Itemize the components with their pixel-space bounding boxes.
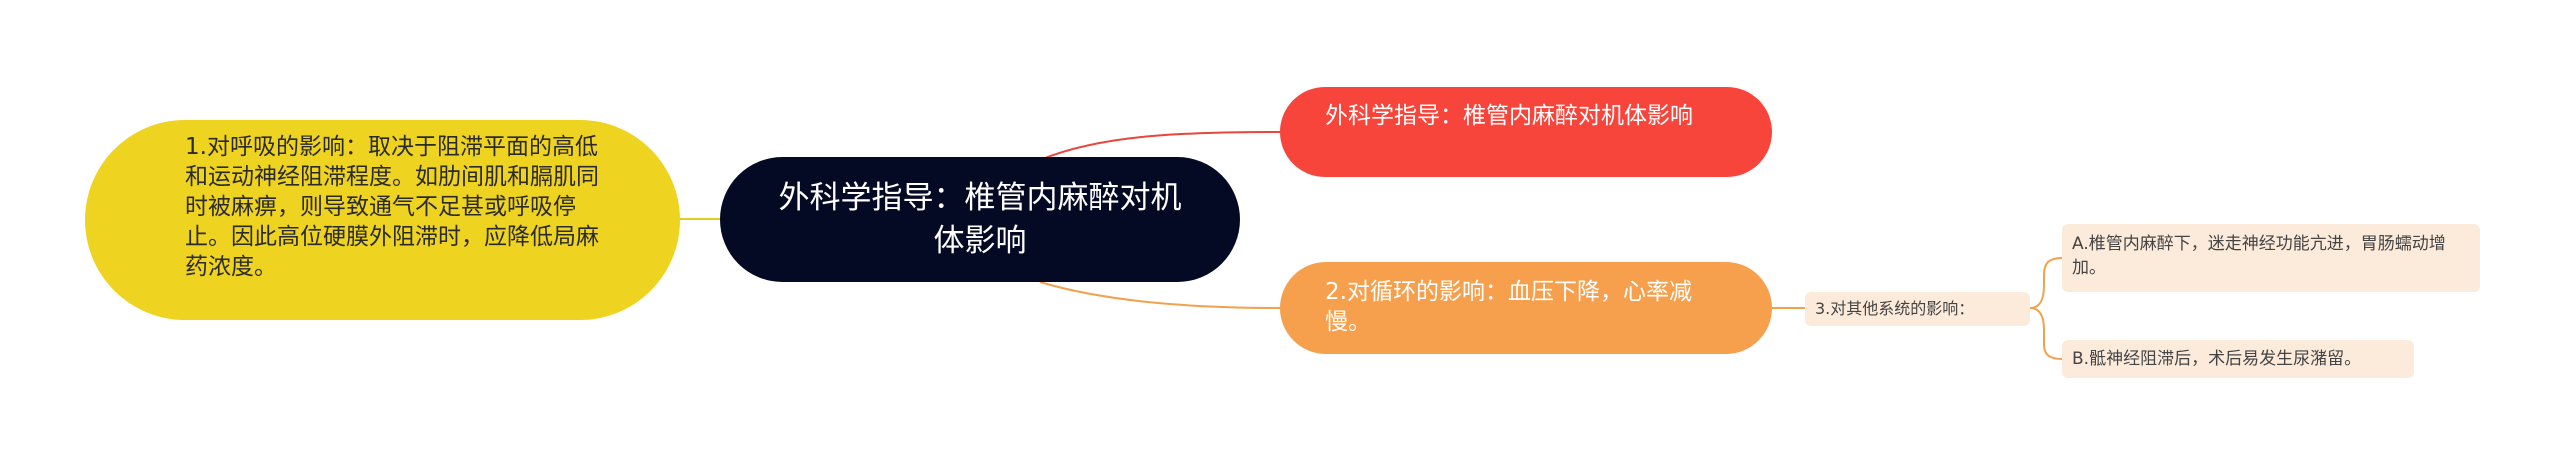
central-topic[interactable]: 外科学指导：椎管内麻醉对机体影响 (720, 157, 1240, 282)
topic-respiration-label: 1.对呼吸的影响：取决于阻滞平面的高低和运动神经阻滞程度。如肋间肌和膈肌同时被麻… (185, 134, 599, 280)
subtopic-sacral-label: B.骶神经阻滞后，术后易发生尿潴留。 (2072, 349, 2362, 369)
connector-center-red (1039, 131, 1281, 161)
topic-respiration[interactable]: 1.对呼吸的影响：取决于阻滞平面的高低和运动神经阻滞程度。如肋间肌和膈肌同时被麻… (85, 120, 680, 320)
topic-other-systems-label: 3.对其他系统的影响： (1815, 299, 1975, 318)
topic-circulation-label: 2.对循环的影响：血压下降，心率减慢。 (1325, 279, 1692, 335)
topic-title-copy-label: 外科学指导：椎管内麻醉对机体影响 (1325, 103, 1693, 129)
subtopic-vagus[interactable]: A.椎管内麻醉下，迷走神经功能亢进，胃肠蠕动增加。 (2062, 224, 2480, 292)
connector-other-leaf-a (2029, 257, 2063, 309)
central-topic-label: 外科学指导：椎管内麻醉对机体影响 (778, 179, 1182, 259)
topic-title-copy[interactable]: 外科学指导：椎管内麻醉对机体影响 (1280, 87, 1772, 177)
topic-circulation[interactable]: 2.对循环的影响：血压下降，心率减慢。 (1280, 262, 1772, 354)
subtopic-vagus-label: A.椎管内麻醉下，迷走神经功能亢进，胃肠蠕动增加。 (2072, 234, 2446, 278)
topic-other-systems[interactable]: 3.对其他系统的影响： (1805, 292, 2030, 326)
connector-other-leaf-b (2029, 307, 2063, 360)
subtopic-sacral[interactable]: B.骶神经阻滞后，术后易发生尿潴留。 (2062, 340, 2414, 378)
connector-center-orange (1039, 281, 1281, 309)
